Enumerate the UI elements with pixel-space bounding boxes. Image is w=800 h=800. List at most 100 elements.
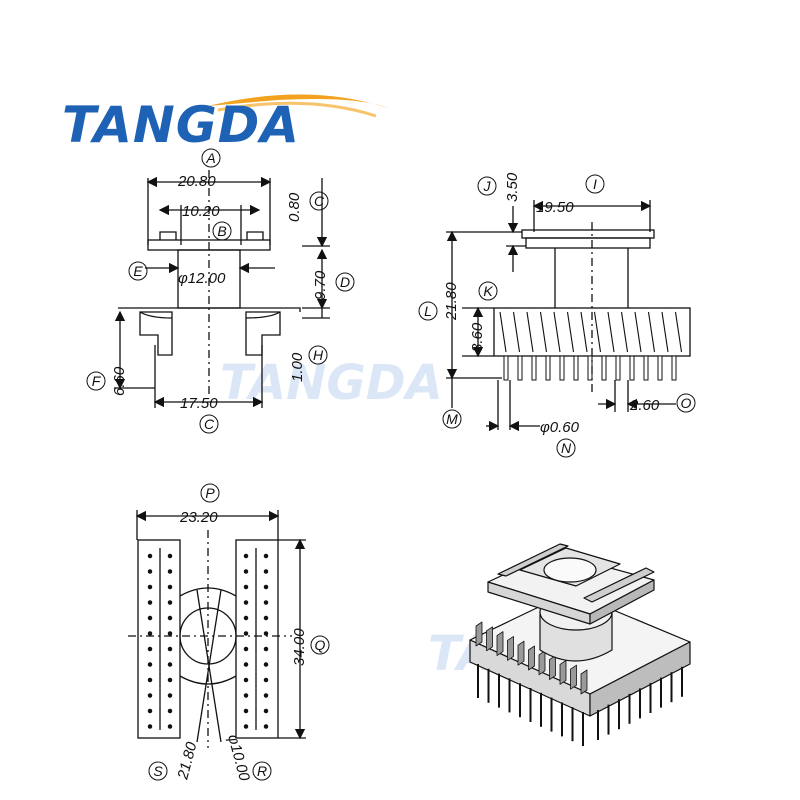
pin-hole [243,693,249,698]
pin-hole [263,646,269,652]
fin-line [553,311,561,353]
pin-hole [243,646,249,652]
pin-hole [167,677,173,683]
pin-hole [147,584,153,590]
marker-n [556,438,576,458]
pin-hole [167,631,173,636]
fin-line [607,311,615,353]
pin [517,355,523,381]
marker-r [252,761,272,781]
svg-text:Q: Q [315,637,326,653]
iso-fin [549,655,556,680]
brand-name: TANGDA [62,96,301,154]
dim-h: 1.00 [289,352,306,382]
pin-hole [263,662,269,667]
front-fins [499,311,683,353]
front-pins [503,355,677,381]
pin [503,355,509,381]
marker-k [478,281,498,301]
dim-l: 21.80 [443,282,460,321]
marker-b [212,221,232,241]
marker-p [200,483,220,503]
svg-text:P: P [205,485,215,501]
dim-n: φ0.60 [540,419,580,436]
fin-line [593,311,602,353]
svg-text:C: C [314,193,325,209]
svg-text:R: R [257,763,267,779]
pin [531,355,537,381]
tangda-logo: TANGDA [58,88,398,158]
iso-fin [528,645,535,671]
fin-line [512,311,521,353]
pin-hole [167,584,173,590]
pin-hole [263,708,269,714]
pin-hole [243,631,249,636]
dim-a: 20.80 [177,173,216,190]
iso-fin [496,631,504,656]
pin [657,355,663,381]
dim-d: 9.70 [312,270,329,300]
marker-f [86,371,106,391]
svg-text:C: C [204,416,215,432]
fin-line [674,311,683,353]
dim-f: 6.60 [111,366,128,396]
pin-hole [243,584,249,590]
pin-hole [147,569,153,574]
svg-text:S: S [153,763,163,779]
pin-hole [263,724,269,729]
pin [545,355,551,381]
marker-s [148,761,168,781]
marker-a [201,148,221,168]
pin-hole [167,569,173,574]
svg-text:D: D [340,274,350,290]
side-view-drawing [114,170,330,408]
pin-hole [147,553,153,559]
marker-l [418,301,438,321]
top-view-drawing [128,510,306,748]
svg-text:N: N [561,440,572,456]
pin-hole [263,693,269,698]
dim-c-top: 0.80 [286,192,303,222]
marker-g [199,414,219,434]
pin [671,355,677,381]
svg-text:A: A [205,150,215,166]
front-view-drawing [446,200,691,432]
pin [573,355,579,381]
pin-hole [263,553,269,559]
marker-c [309,191,329,211]
svg-text:F: F [92,373,102,389]
pin-hole [243,724,249,729]
pin-hole [263,600,269,605]
pin [615,355,621,381]
pin-hole [147,708,153,714]
pin-hole [243,708,249,714]
dim-j: 3.50 [504,172,521,202]
svg-text:M: M [446,411,458,427]
pin-hole [243,662,249,667]
fin-line [566,311,575,353]
dim-e: φ12.00 [178,270,226,287]
iso-fin [559,660,567,685]
pin [643,355,649,381]
pin [629,355,635,381]
pin-hole [147,600,153,605]
dim-k: 8.60 [469,322,486,352]
iso-fin [580,669,588,695]
pin-hole [263,631,269,636]
iso-fin [538,650,546,676]
iso-fin [486,626,493,652]
marker-q [310,635,330,655]
pin-hole [167,708,173,714]
dim-p: 23.20 [179,509,218,526]
dim-r: φ10.00 [224,733,253,784]
marker-j [477,176,497,196]
iso-fin [475,621,483,647]
fin-line [647,311,656,353]
pin-hole [167,662,173,667]
pin-hole [243,600,249,605]
top-pin-holes [147,553,269,729]
pin-hole [263,569,269,574]
fin-line [620,311,629,353]
pin-hole [147,677,153,683]
